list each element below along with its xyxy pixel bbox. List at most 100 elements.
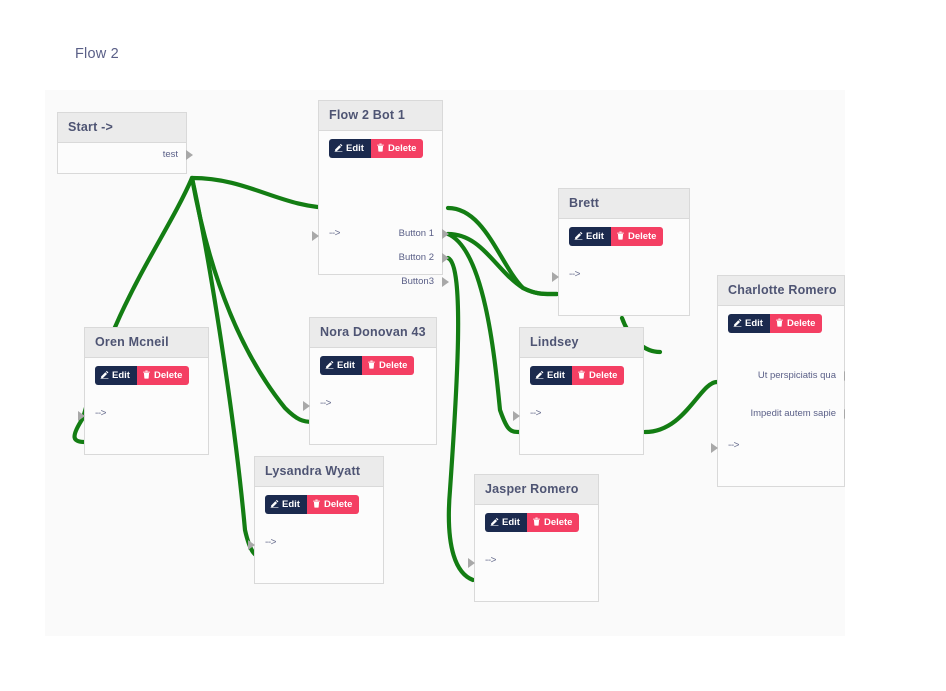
input-port-marker-icon <box>248 540 255 550</box>
delete-button-label: Delete <box>786 318 816 329</box>
input-port-marker-icon <box>303 401 310 411</box>
edit-button-label: Edit <box>745 318 763 329</box>
node-body: Edit Delete <box>319 131 442 158</box>
delete-button[interactable]: Delete <box>370 139 424 158</box>
delete-button[interactable]: Delete <box>361 356 415 375</box>
flow-header-bar: Flow 2 <box>45 24 843 89</box>
flow-edge[interactable] <box>445 231 560 297</box>
delete-button-label: Delete <box>627 231 657 242</box>
edit-button[interactable]: Edit <box>530 366 572 385</box>
edit-button-label: Edit <box>346 143 364 154</box>
node-input-port[interactable]: --> <box>485 555 497 566</box>
edit-button-label: Edit <box>337 360 355 371</box>
flow-edge[interactable] <box>642 379 720 435</box>
node-action-row: Edit Delete <box>310 356 436 375</box>
output-port-marker-icon <box>442 229 449 239</box>
edit-button[interactable]: Edit <box>329 139 371 158</box>
node-title: Lindsey <box>520 328 643 358</box>
edit-button-label: Edit <box>586 231 604 242</box>
node-output-port[interactable]: test <box>162 149 178 160</box>
edit-button-label: Edit <box>112 370 130 381</box>
node-input-port[interactable]: --> <box>569 269 581 280</box>
node-title: Charlotte Romero <box>718 276 844 306</box>
delete-button[interactable]: Delete <box>526 513 580 532</box>
delete-button-label: Delete <box>323 499 353 510</box>
node-action-row: Edit Delete <box>475 513 598 532</box>
delete-button[interactable]: Delete <box>769 314 823 333</box>
flow-edge[interactable] <box>189 175 338 211</box>
node-output-port[interactable]: Button3 <box>401 276 434 287</box>
edit-button-label: Edit <box>282 499 300 510</box>
delete-button-label: Delete <box>543 517 573 528</box>
delete-button-label: Delete <box>153 370 183 381</box>
flow-edge[interactable] <box>445 205 560 297</box>
node-output-port[interactable]: Impedit autem sapie <box>750 408 836 419</box>
node-input-port[interactable]: --> <box>728 440 740 451</box>
edit-button-label: Edit <box>502 517 520 528</box>
node-body: Edit Delete <box>520 358 643 385</box>
input-port-marker-icon <box>312 231 319 241</box>
flow-node-start[interactable]: Start -> test <box>57 112 193 174</box>
output-port-marker-icon <box>186 150 193 160</box>
node-action-row: Edit Delete <box>85 366 208 385</box>
node-title: Start -> <box>58 113 186 143</box>
input-port-marker-icon <box>513 411 520 421</box>
flow-node-nora-donovan-43[interactable]: Nora Donovan 43 Edit Delete --> <box>303 317 437 445</box>
output-port-marker-icon <box>442 277 449 287</box>
edit-button[interactable]: Edit <box>95 366 137 385</box>
node-title: Flow 2 Bot 1 <box>319 101 442 131</box>
node-body: Edit Delete <box>559 219 689 246</box>
input-port-marker-icon <box>78 411 85 421</box>
delete-button-label: Delete <box>378 360 408 371</box>
delete-button[interactable]: Delete <box>306 495 360 514</box>
delete-button[interactable]: Delete <box>571 366 625 385</box>
node-body: Edit Delete <box>85 358 208 385</box>
node-action-row: Edit Delete <box>255 495 383 514</box>
output-port-marker-icon <box>442 253 449 263</box>
node-output-port[interactable]: Button 2 <box>398 252 434 263</box>
input-port-marker-icon <box>468 558 475 568</box>
delete-button[interactable]: Delete <box>136 366 190 385</box>
node-input-port[interactable]: --> <box>265 537 277 548</box>
edit-button[interactable]: Edit <box>569 227 611 246</box>
node-action-row: Edit Delete <box>718 314 844 333</box>
output-port-marker-icon <box>844 371 845 381</box>
node-output-port[interactable]: Ut perspiciatis qua <box>757 370 836 381</box>
delete-button-label: Delete <box>387 143 417 154</box>
flow-node-flow-2-bot-1[interactable]: Flow 2 Bot 1 Edit Delete --> Button 1 Button … <box>312 100 449 287</box>
edit-button[interactable]: Edit <box>320 356 362 375</box>
node-title: Oren Mcneil <box>85 328 208 358</box>
page-title: Flow 2 <box>75 46 119 62</box>
edit-button[interactable]: Edit <box>728 314 770 333</box>
flow-edge[interactable] <box>445 255 476 583</box>
edit-button-label: Edit <box>547 370 565 381</box>
node-action-row: Edit Delete <box>319 139 442 158</box>
flow-edge[interactable] <box>189 175 316 425</box>
node-title: Nora Donovan 43 <box>310 318 436 348</box>
node-input-port[interactable]: --> <box>329 228 341 239</box>
delete-button-label: Delete <box>588 370 618 381</box>
input-port-marker-icon <box>711 443 718 453</box>
node-body: Edit Delete <box>310 348 436 375</box>
delete-button[interactable]: Delete <box>610 227 664 246</box>
node-action-row: Edit Delete <box>520 366 643 385</box>
node-title: Brett <box>559 189 689 219</box>
node-body: Edit Delete <box>475 505 598 532</box>
node-body: Edit Delete <box>718 306 844 333</box>
node-action-row: Edit Delete <box>559 227 689 246</box>
node-input-port[interactable]: --> <box>95 408 107 419</box>
node-input-port[interactable]: --> <box>530 408 542 419</box>
edit-button[interactable]: Edit <box>485 513 527 532</box>
node-input-port[interactable]: --> <box>320 398 332 409</box>
node-output-port[interactable]: Button 1 <box>398 228 434 239</box>
flow-edge[interactable] <box>445 231 522 435</box>
edit-button[interactable]: Edit <box>265 495 307 514</box>
